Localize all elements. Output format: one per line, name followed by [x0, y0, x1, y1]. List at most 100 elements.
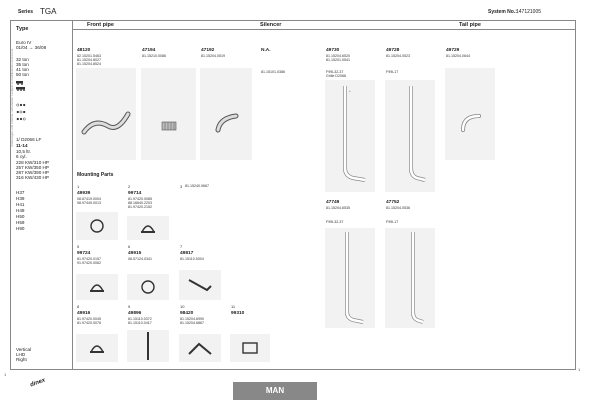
model-code: H50 — [16, 214, 25, 219]
part-reference: 81.15240.0667 — [185, 184, 209, 188]
part-image-box — [127, 330, 169, 362]
silencer-heading: Silencer — [260, 22, 282, 28]
mount-index: 7 — [180, 244, 183, 249]
bend-pipe-illustration — [215, 113, 239, 133]
mount-index: 5 — [77, 244, 80, 249]
engine-power: 228 KW/310 HP — [16, 160, 49, 165]
clamp-illustration — [141, 225, 155, 233]
part-number: 49728 — [386, 48, 400, 53]
engine-range: 11-14 — [16, 143, 28, 148]
part-reference: 81.15204.6535 — [326, 206, 350, 210]
part-image-box — [325, 228, 375, 328]
drive-side-line: LHD — [16, 352, 26, 357]
part-reference: 81.15110.5304 — [180, 257, 204, 261]
part-number: 47749 — [326, 200, 340, 205]
part-number: 49729 — [446, 48, 460, 53]
part-reference: 08.67419.0004 98.97449.0013 — [77, 197, 101, 205]
series-label: Series — [18, 9, 34, 15]
system-value: 147121005 — [516, 9, 542, 15]
tail-pipe-illustration — [461, 114, 481, 132]
part-image-box — [385, 228, 435, 328]
part-reference: 81.15204.0536 — [386, 206, 410, 210]
part-variant: F99L17 — [386, 220, 399, 224]
part-image-box — [179, 270, 221, 300]
model-code: H39 — [16, 196, 25, 201]
part-reference: 08.57124.0341 — [128, 257, 152, 261]
part-number: 49915 — [128, 251, 142, 256]
part-image-box — [76, 212, 118, 240]
emission-line: Euro IV — [16, 40, 32, 45]
mount-index: 9 — [128, 304, 131, 309]
mounting-parts-heading: Mounting Parts — [77, 172, 114, 178]
engine-cylinders: 6 cyl. — [16, 154, 27, 159]
part-reference: 81.15110.0372 81.15110.0417 — [128, 317, 152, 325]
part-image-box — [445, 68, 495, 160]
flex-pipe-illustration — [161, 121, 177, 131]
bolt-illustration — [147, 332, 149, 360]
engine-power: 316 KW/430 HP — [16, 175, 49, 180]
part-number: 99714 — [128, 191, 142, 196]
catalog-frame — [10, 20, 576, 370]
clamp-illustration — [90, 284, 104, 292]
clamp-illustration — [90, 345, 104, 353]
part-reference: 81.15204.6990 81.15204.6867 — [180, 317, 204, 325]
svg-text:⌀: ⌀ — [349, 90, 351, 93]
part-number: 99724 — [77, 251, 91, 256]
part-number: 49939 — [77, 191, 91, 196]
part-reference: 81.97420.0045 81.97420.0076 — [77, 317, 101, 325]
model-code: H90 — [16, 226, 25, 231]
part-reference: 81.97420.0157 91.97420.0062 — [77, 257, 101, 265]
mount-index: 1 — [77, 184, 80, 189]
mount-index: 2 — [128, 184, 131, 189]
bracket-illustration — [188, 342, 212, 355]
front-pipe-heading: Front pipe — [87, 22, 114, 28]
truck-axle-icon — [16, 81, 23, 85]
part-image-box: ⌀ — [325, 80, 375, 192]
part-image-box — [127, 216, 169, 240]
engine-power: 287 KW/390 HP — [16, 170, 49, 175]
part-variant: F99L32-37 — [326, 220, 344, 224]
series-value: TGA — [40, 7, 57, 16]
brand-tab: MAN — [233, 382, 317, 400]
part-image-box — [230, 334, 270, 362]
part-image-box — [200, 68, 252, 160]
tonnage-line: 50 ton — [16, 72, 29, 77]
part-image-box — [179, 334, 221, 362]
date-range-line: 01/04 → 36/08 — [16, 45, 47, 50]
header-bar: Series TGA System No.: 147121005 — [10, 6, 576, 20]
part-reference: 81.15204.0519 — [201, 54, 225, 58]
brand-label: MAN — [265, 386, 285, 395]
part-variant: F99L32-37 Grille D2066 — [326, 70, 346, 78]
model-code: H59 — [16, 220, 25, 225]
clamp-illustration — [141, 280, 155, 294]
part-image-box — [76, 334, 118, 362]
type-label: Type — [16, 26, 29, 32]
truck-axle-icon — [16, 87, 25, 91]
part-reference: 81.15210.0086 — [142, 54, 166, 58]
part-number: 49916 — [77, 311, 91, 316]
mount-index: 3 — [180, 184, 183, 189]
model-code: H49 — [16, 208, 25, 213]
part-number: 99310 — [231, 311, 245, 316]
system-label: System No.: — [488, 9, 517, 15]
part-reference: 81.97420.0085 88.16640.2203 81.97420.215… — [128, 197, 152, 209]
part-image-box — [385, 80, 435, 192]
clamp-illustration — [90, 219, 104, 233]
tail-pipe-heading: Tail pipe — [459, 22, 481, 28]
part-variant: F99L17 — [386, 70, 399, 74]
mount-index: 8 — [77, 304, 80, 309]
part-number: 47194 — [142, 48, 156, 53]
part-image-box — [127, 274, 169, 300]
part-number: 98420 — [180, 311, 194, 316]
model-code: H37 — [16, 190, 25, 195]
part-image-box — [76, 274, 118, 300]
part-reference: 82.15201.5463 81.15204.8027 81.15204.852… — [77, 54, 101, 66]
engine-displacement: 10,5 ltr. — [16, 149, 32, 154]
axle-config-icon — [16, 117, 26, 121]
part-reference: 81.15204.0523 — [386, 54, 410, 58]
part-reference: 81.15101.0386 — [261, 70, 285, 74]
tonnage-line: 41 ton — [16, 67, 29, 72]
exit-side-line: Right — [16, 357, 27, 362]
tonnage-line: 32 ton — [16, 57, 29, 62]
